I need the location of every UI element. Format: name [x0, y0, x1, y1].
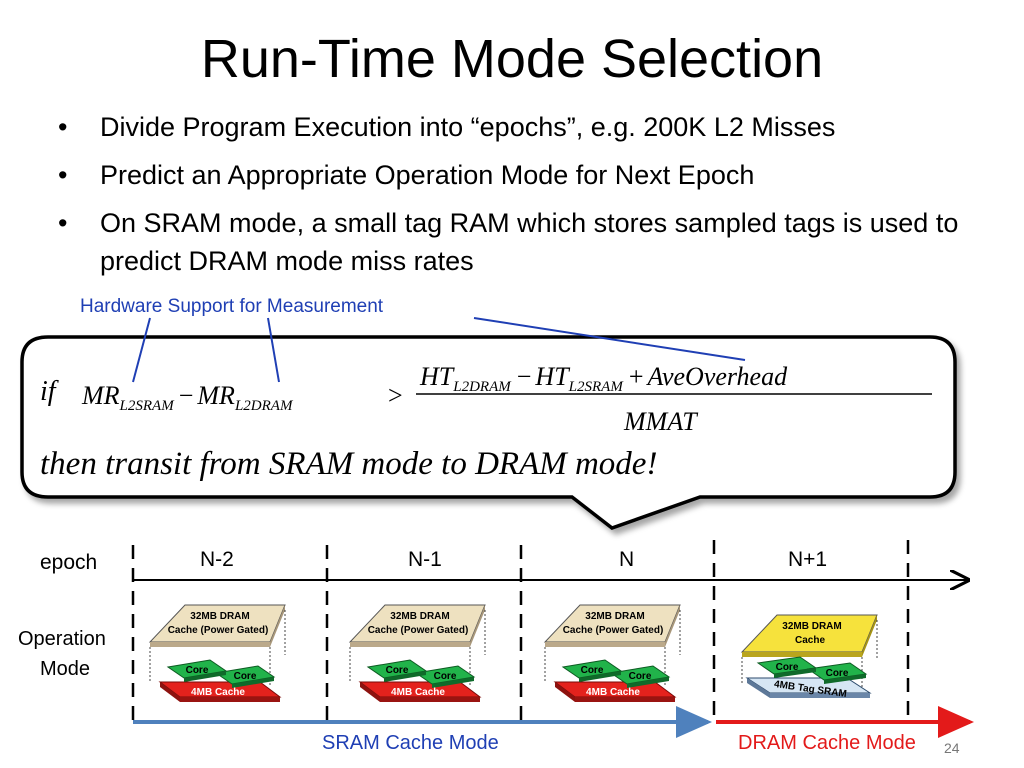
- bullet-item: • On SRAM mode, a small tag RAM which sto…: [58, 204, 988, 280]
- lhs-term: MRL2SRAM−MRL2DRAM: [81, 381, 294, 414]
- svg-text:Cache (Power Gated): Cache (Power Gated): [368, 625, 469, 636]
- hardware-support-label: Hardware Support for Measurement: [80, 296, 384, 317]
- then-statement: then transit from SRAM mode to DRAM mode…: [40, 446, 657, 482]
- sram-cache-mode-label: SRAM Cache Mode: [322, 732, 499, 754]
- epoch-label: N: [619, 548, 635, 571]
- mode-equation: if MRL2SRAM−MRL2DRAM > HTL2DRAM−HTL2SRAM…: [40, 362, 932, 482]
- svg-text:Cache: Cache: [795, 635, 825, 646]
- epoch-row-label: epoch: [40, 551, 98, 574]
- bullet-dot: •: [58, 208, 68, 238]
- bullet-list: • Divide Program Execution into “epochs”,…: [58, 108, 988, 290]
- svg-text:Core: Core: [186, 665, 209, 676]
- sram-mode-stack: 32MB DRAM Cache (Power Gated) Core Core …: [543, 604, 681, 702]
- pointer-line: [267, 317, 280, 383]
- bullet-dot: •: [58, 160, 68, 190]
- svg-text:32MB DRAM: 32MB DRAM: [782, 621, 841, 632]
- svg-text:4MB Cache: 4MB Cache: [586, 687, 640, 698]
- svg-text:32MB DRAM: 32MB DRAM: [585, 611, 644, 622]
- bullet-dot: •: [58, 112, 68, 142]
- epoch-label: N+1: [788, 548, 828, 571]
- bullet-item: • Predict an Appropriate Operation Mode f…: [58, 156, 988, 194]
- greater-than: >: [388, 381, 403, 410]
- svg-text:4MB Cache: 4MB Cache: [191, 687, 245, 698]
- fraction-denominator: MMAT: [623, 407, 698, 436]
- pointer-line: [132, 317, 151, 383]
- epoch-label: N-1: [408, 548, 442, 571]
- if-word: if: [40, 376, 59, 407]
- sram-mode-stack: 32MB DRAM Cache (Power Gated) Core Core …: [148, 604, 286, 702]
- bullet-item: • Divide Program Execution into “epochs”,…: [58, 108, 988, 146]
- slide-title: Run-Time Mode Selection: [200, 29, 824, 89]
- sram-mode-stack: 32MB DRAM Cache (Power Gated) Core Core …: [348, 604, 486, 702]
- fraction-numerator: HTL2DRAM−HTL2SRAM+AveOverhead: [419, 362, 788, 395]
- epoch-dividers: [131, 540, 910, 722]
- equation-callout: [20, 335, 957, 530]
- svg-text:32MB DRAM: 32MB DRAM: [390, 611, 449, 622]
- bullet-text: Predict an Appropriate Operation Mode fo…: [100, 160, 755, 190]
- svg-text:4MB Cache: 4MB Cache: [391, 687, 445, 698]
- dram-mode-stack: 32MB DRAM Cache Core Core 4MB Tag SRAM: [740, 614, 878, 700]
- bullet-text: On SRAM mode, a small tag RAM which stor…: [100, 208, 959, 276]
- dram-cache-mode-label: DRAM Cache Mode: [738, 732, 916, 754]
- svg-text:Core: Core: [581, 665, 604, 676]
- svg-text:Core: Core: [386, 665, 409, 676]
- svg-text:Core: Core: [434, 671, 457, 682]
- svg-text:Core: Core: [776, 662, 799, 673]
- svg-text:32MB DRAM: 32MB DRAM: [190, 611, 249, 622]
- operation-mode-label-line2: Mode: [40, 658, 91, 680]
- bullet-text: Divide Program Execution into “epochs”, …: [100, 112, 836, 142]
- slide-number: 24: [944, 740, 960, 756]
- svg-text:Core: Core: [234, 671, 257, 682]
- svg-text:Cache (Power Gated): Cache (Power Gated): [563, 625, 664, 636]
- epoch-label: N-2: [200, 548, 234, 571]
- pointer-line: [473, 317, 746, 361]
- svg-text:Core: Core: [629, 671, 652, 682]
- operation-mode-label-line1: Operation: [18, 628, 106, 650]
- svg-text:Cache (Power Gated): Cache (Power Gated): [168, 625, 269, 636]
- svg-text:Core: Core: [826, 668, 849, 679]
